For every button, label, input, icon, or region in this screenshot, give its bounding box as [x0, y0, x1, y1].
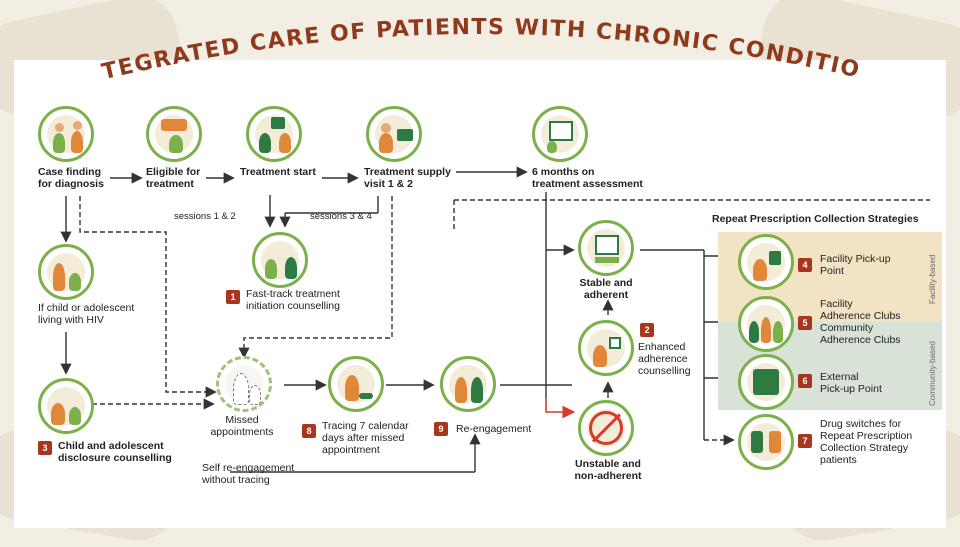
child-hiv-icon: [38, 244, 94, 300]
badge-9: 9: [434, 422, 448, 436]
adherence-clubs-icon: [738, 296, 794, 352]
treatment-start-icon: [246, 106, 302, 162]
patient-records-icon: [146, 106, 202, 162]
treatment-supply-icon: [366, 106, 422, 162]
missed-appointments-icon: [216, 356, 272, 412]
re-engagement-icon: [440, 356, 496, 412]
enhanced-adherence-icon: [578, 320, 634, 376]
stable-adherent-icon: [578, 220, 634, 276]
badge-3: 3: [38, 441, 52, 455]
drug-switch-icon: [738, 414, 794, 470]
external-pickup-icon: [738, 354, 794, 410]
re-engagement-label: Re-engagement: [456, 423, 532, 435]
badge-2: 2: [640, 323, 654, 337]
facility-pickup-icon: [738, 234, 794, 290]
badge-4: 4: [798, 258, 812, 272]
treatment-start-label: Treatment start: [240, 166, 316, 178]
tracing-icon: [328, 356, 384, 412]
fast-track-counselling-icon: [252, 232, 308, 288]
disclosure-counselling-icon: [38, 378, 94, 434]
sessions-left-label: sessions 1 & 2: [174, 211, 236, 222]
badge-6: 6: [798, 374, 812, 388]
badge-7: 7: [798, 434, 812, 448]
badge-8: 8: [302, 424, 316, 438]
badge-5: 5: [798, 316, 812, 330]
unstable-non-adherent-icon: [578, 400, 634, 456]
community-based-tab: Community-based: [928, 341, 937, 406]
facility-based-tab: Facility-based: [928, 254, 937, 304]
strategies-heading: Repeat Prescription Collection Strategie…: [712, 213, 919, 225]
page-title: INTEGRATED CARE OF PATIENTS WITH CHRONIC…: [0, 0, 861, 85]
clinic-consult-icon: [38, 106, 94, 162]
sessions-right-label: sessions 3 & 4: [310, 211, 372, 222]
badge-1: 1: [226, 290, 240, 304]
calendar-icon: [532, 106, 588, 162]
